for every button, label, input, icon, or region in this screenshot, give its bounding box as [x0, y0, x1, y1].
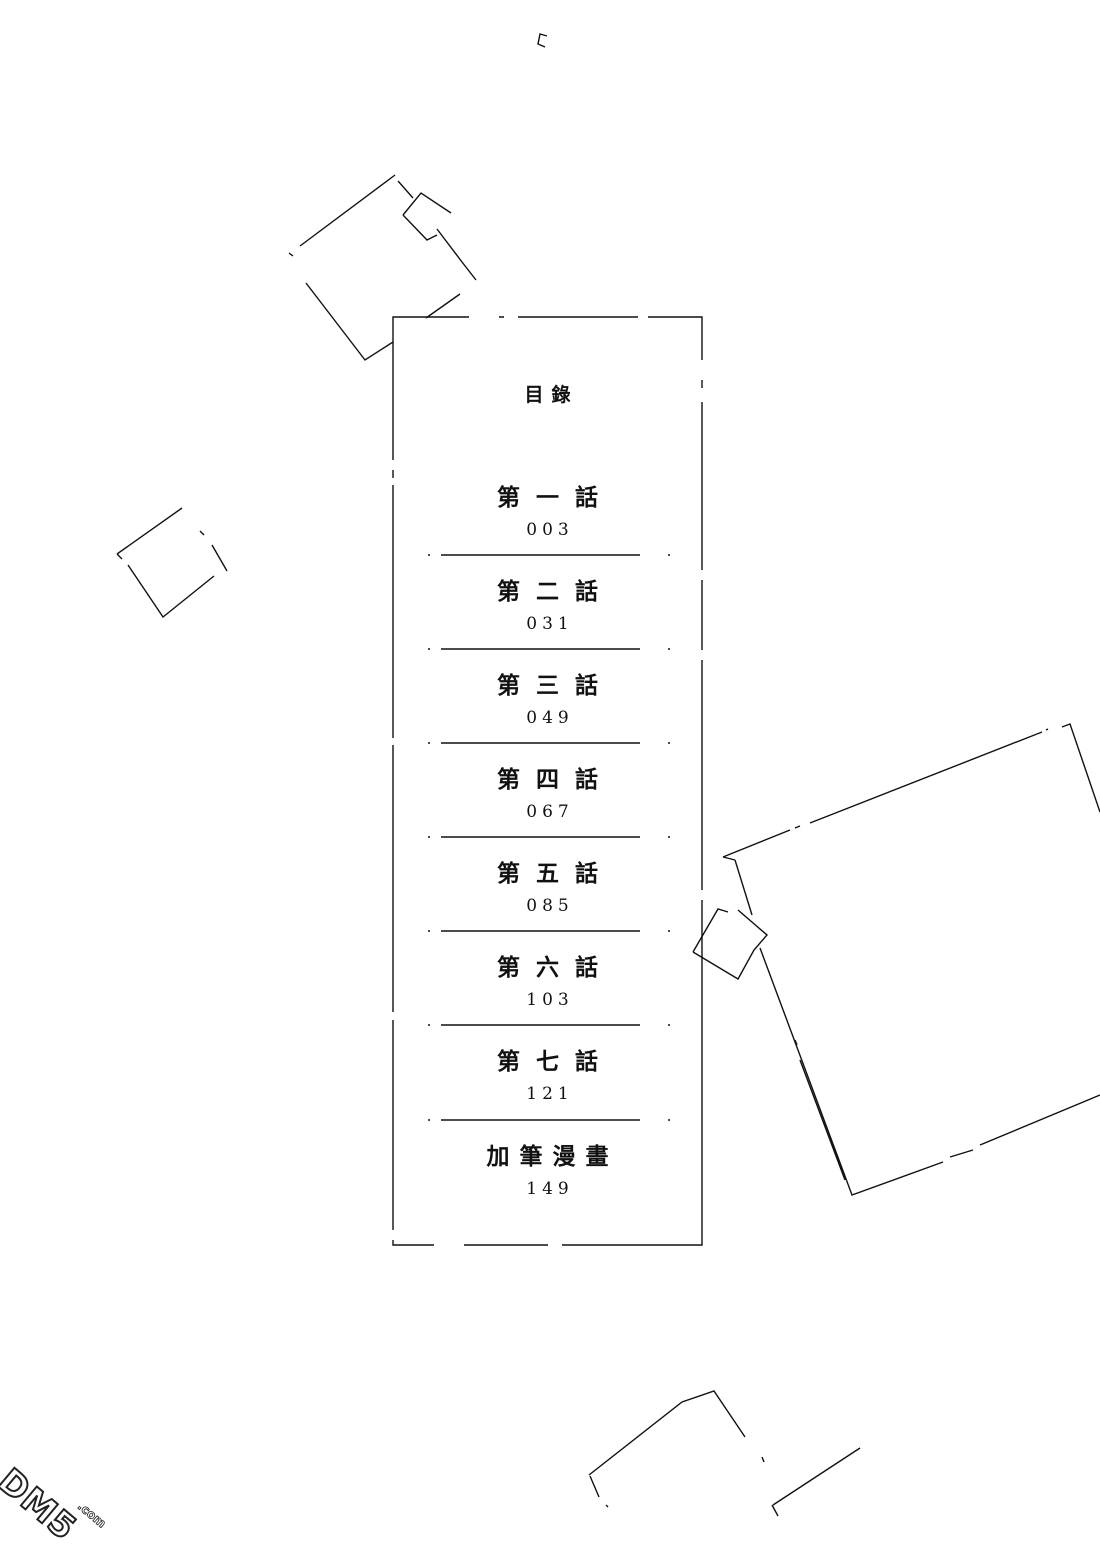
- toc-entry-4: 第四話 067: [393, 599, 702, 822]
- toc-entry-3: 第三話 049: [393, 505, 702, 728]
- toc-separators: [428, 554, 670, 1121]
- entry-title: 加筆漫畫: [486, 1144, 619, 1170]
- toc-entry-2: 第二話 031: [393, 411, 702, 634]
- entry-title: 第七話: [497, 1049, 614, 1075]
- entry-page: 031: [526, 614, 574, 634]
- toc-entry-8: 加筆漫畫 149: [393, 976, 702, 1199]
- entry-page: 003: [526, 520, 574, 540]
- entry-page: 085: [526, 896, 574, 916]
- entry-title: 第二話: [497, 579, 614, 605]
- toc-entry-1: 第一話 003: [393, 317, 702, 540]
- toc-frame: [392, 316, 703, 1246]
- corner-mark: [537, 33, 548, 48]
- entry-title: 第一話: [497, 485, 614, 511]
- watermark-subtext: .com: [75, 1499, 110, 1531]
- entry-page: 049: [526, 708, 574, 728]
- toc-entry-7: 第七話 121: [393, 881, 702, 1104]
- entry-title: 第三話: [497, 673, 614, 699]
- watermark-logo: DM5 .com: [0, 1425, 136, 1550]
- entry-page: 121: [526, 1084, 574, 1104]
- small-tilted-square-right: [692, 908, 768, 980]
- tilted-square-right: [722, 723, 1100, 1196]
- entry-page: 103: [526, 990, 574, 1010]
- table-of-contents: 目錄 第一話 003 第二話 031 第三話 049 第四話 067 第五話 0…: [393, 317, 702, 1246]
- entry-title: 第六話: [497, 955, 614, 981]
- entry-page: 149: [526, 1179, 574, 1199]
- entry-title: 第四話: [497, 767, 614, 793]
- toc-entry-5: 第五話 085: [393, 693, 702, 916]
- toc-heading: 目錄: [524, 384, 579, 406]
- toc-entry-6: 第六話 103: [393, 787, 702, 1010]
- tilted-square-upper-left: [288, 174, 477, 361]
- entry-page: 067: [526, 802, 574, 822]
- entry-title: 第五話: [497, 861, 614, 887]
- partial-frame-bottom: [588, 1390, 861, 1517]
- tilted-square-left: [116, 507, 228, 619]
- small-tilted-square-upper-left: [402, 192, 452, 241]
